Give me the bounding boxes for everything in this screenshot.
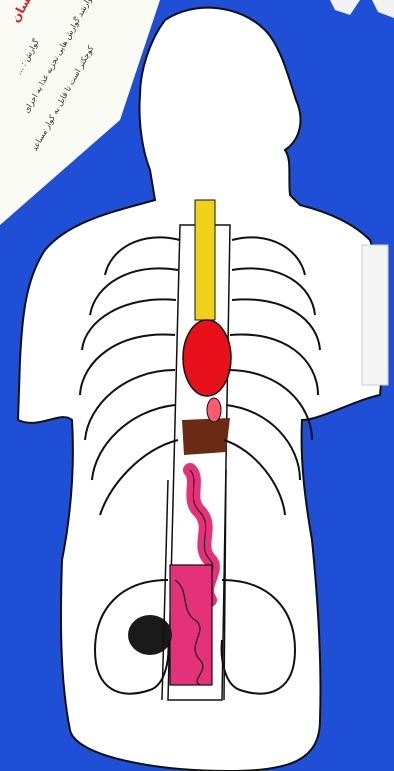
paper-flap [330, 0, 360, 15]
large-intestine [170, 565, 212, 685]
esophagus [195, 200, 215, 320]
small-organ [207, 398, 221, 422]
note-paper [0, 0, 160, 225]
stomach [183, 320, 231, 396]
colon-mass [128, 615, 172, 655]
side-paper [362, 245, 388, 385]
paper-flap [372, 0, 394, 18]
liver [182, 418, 230, 455]
